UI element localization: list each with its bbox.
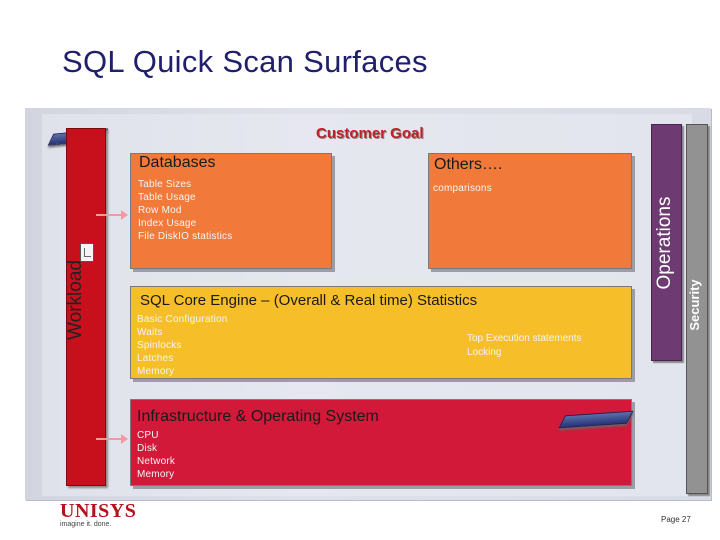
databases-item: Row Mod <box>138 204 232 217</box>
document-icon <box>80 243 94 262</box>
databases-item: Table Usage <box>138 191 232 204</box>
core-engine-item: Memory <box>137 365 228 378</box>
core-engine-box: SQL Core Engine – (Overall & Real time) … <box>130 286 632 379</box>
core-engine-title: SQL Core Engine – (Overall & Real time) … <box>140 292 477 309</box>
infrastructure-title: Infrastructure & Operating System <box>137 408 379 426</box>
arrow-to-infrastructure <box>96 438 122 440</box>
unisys-logo: UNISYS imagine it. done. <box>60 501 136 528</box>
infrastructure-item: Memory <box>137 468 175 481</box>
operations-label: Operations <box>654 133 680 353</box>
databases-title: Databases <box>139 154 216 172</box>
core-engine-item: Top Execution statements <box>467 332 582 346</box>
databases-items: Table Sizes Table Usage Row Mod Index Us… <box>138 178 232 243</box>
core-engine-item: Locking <box>467 346 582 360</box>
others-items: comparisons <box>433 182 492 195</box>
databases-item: Index Usage <box>138 217 232 230</box>
databases-box: Databases Table Sizes Table Usage Row Mo… <box>130 153 332 269</box>
customer-goal-heading: Customer Goal <box>316 125 424 142</box>
core-engine-items-right: Top Execution statements Locking <box>467 332 582 360</box>
core-engine-items-left: Basic Configuration Waits Spinlocks Latc… <box>137 313 228 378</box>
page-number: Page 27 <box>661 515 691 524</box>
databases-item: File DiskIO statistics <box>138 230 232 243</box>
core-engine-item: Waits <box>137 326 228 339</box>
security-label: Security <box>687 245 707 365</box>
workload-label: Workload <box>65 175 91 425</box>
infrastructure-items: CPU Disk Network Memory <box>137 429 175 481</box>
slide-title: SQL Quick Scan Surfaces <box>62 44 428 80</box>
others-box: Others…. comparisons <box>428 153 632 269</box>
infrastructure-item: Network <box>137 455 175 468</box>
others-title: Others…. <box>434 156 502 174</box>
core-engine-item: Basic Configuration <box>137 313 228 326</box>
infrastructure-item: CPU <box>137 429 175 442</box>
arrow-to-databases <box>96 214 122 216</box>
databases-item: Table Sizes <box>138 178 232 191</box>
logo-wordmark: UNISYS <box>60 501 136 521</box>
logo-tagline: imagine it. done. <box>60 521 136 528</box>
core-engine-item: Latches <box>137 352 228 365</box>
others-item: comparisons <box>433 182 492 195</box>
infrastructure-item: Disk <box>137 442 175 455</box>
core-engine-item: Spinlocks <box>137 339 228 352</box>
infrastructure-box: Infrastructure & Operating System CPU Di… <box>130 399 632 486</box>
